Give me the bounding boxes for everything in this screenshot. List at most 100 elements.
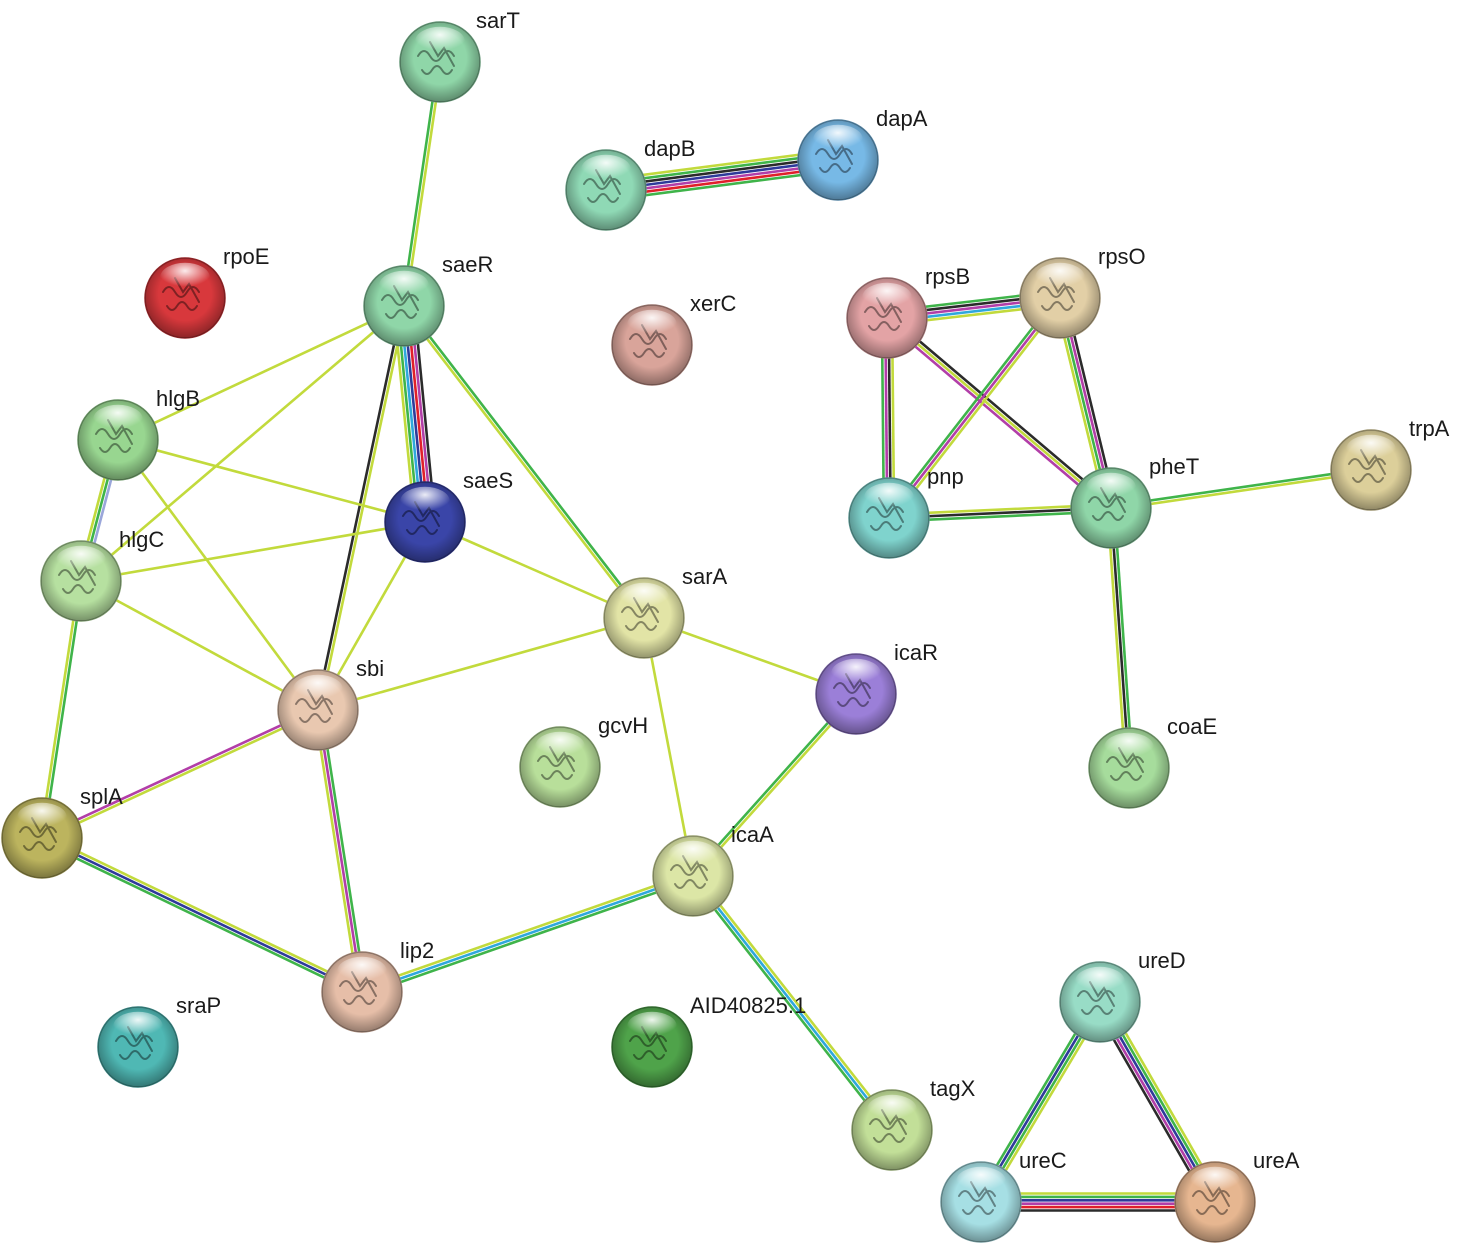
edge-channel-cyan bbox=[691, 875, 894, 1131]
node-saeR[interactable]: saeR bbox=[363, 252, 493, 347]
node-label: ureC bbox=[1019, 1148, 1067, 1173]
edge-hlgC-sbi bbox=[80, 579, 319, 712]
node-gcvH[interactable]: gcvH bbox=[519, 713, 648, 808]
node-label: sarA bbox=[682, 564, 728, 589]
edge-channel-yellow bbox=[886, 317, 1112, 509]
node-ureD[interactable]: ureD bbox=[1059, 948, 1186, 1043]
node-pnp[interactable]: pnp bbox=[848, 464, 964, 559]
node-rpoE[interactable]: rpoE bbox=[144, 244, 269, 339]
node-highlight bbox=[862, 282, 912, 312]
edge-channel-green bbox=[42, 581, 84, 839]
edge-channel-yellow bbox=[694, 873, 896, 1129]
edge-sarA-sbi bbox=[317, 616, 645, 712]
node-rpsO[interactable]: rpsO bbox=[1019, 244, 1146, 339]
node-label: gcvH bbox=[598, 713, 648, 738]
edge-sbi-splA bbox=[40, 707, 320, 841]
node-highlight bbox=[619, 582, 669, 612]
node-highlight bbox=[864, 482, 914, 512]
node-hlgC[interactable]: hlgC bbox=[40, 527, 164, 622]
node-sbi[interactable]: sbi bbox=[277, 656, 384, 751]
edge-channel-magenta bbox=[40, 707, 318, 838]
node-highlight bbox=[93, 404, 143, 434]
node-AID40825.1[interactable]: AID40825.1 bbox=[611, 993, 806, 1088]
edge-channel-green bbox=[404, 304, 647, 618]
node-highlight bbox=[1086, 472, 1136, 502]
edge-channel-yellow bbox=[401, 306, 644, 620]
node-highlight bbox=[867, 1094, 917, 1124]
edge-rpsB-pheT bbox=[883, 314, 1115, 512]
node-sarT[interactable]: sarT bbox=[399, 8, 520, 103]
edge-channel-yellow bbox=[693, 694, 859, 879]
node-highlight bbox=[160, 262, 210, 292]
edge-channel-yellow bbox=[116, 439, 320, 711]
node-splA[interactable]: splA bbox=[1, 784, 123, 879]
edge-saeR-sarA bbox=[401, 304, 647, 620]
edge-channel-yellow bbox=[1111, 470, 1372, 511]
edge-sarA-icaA bbox=[642, 617, 695, 877]
node-dapA[interactable]: dapA bbox=[797, 106, 928, 201]
edge-channel-yellow bbox=[642, 617, 695, 877]
node-highlight bbox=[813, 124, 863, 154]
edge-channel-green bbox=[1110, 467, 1371, 508]
node-label: sarT bbox=[476, 8, 520, 33]
node-lip2[interactable]: lip2 bbox=[321, 938, 434, 1033]
node-label: rpoE bbox=[223, 244, 269, 269]
edge-channel-yellow bbox=[42, 710, 320, 841]
node-ureC[interactable]: ureC bbox=[940, 1148, 1067, 1243]
edge-channel-green bbox=[39, 839, 362, 997]
edge-channel-green bbox=[689, 877, 891, 1133]
edge-channel-green bbox=[690, 691, 856, 876]
node-label: lip2 bbox=[400, 938, 434, 963]
edge-channel-green bbox=[320, 709, 367, 992]
node-tagX[interactable]: tagX bbox=[851, 1076, 976, 1171]
node-rpsB[interactable]: rpsB bbox=[846, 264, 970, 359]
node-ureA[interactable]: ureA bbox=[1174, 1148, 1300, 1243]
node-label: AID40825.1 bbox=[690, 993, 806, 1018]
edge-channel-yellow bbox=[80, 305, 405, 582]
node-highlight bbox=[1346, 434, 1396, 464]
edge-channel-magenta bbox=[316, 709, 364, 993]
node-dapB[interactable]: dapB bbox=[565, 136, 695, 231]
node-label: dapA bbox=[876, 106, 928, 131]
node-sarA[interactable]: sarA bbox=[603, 564, 728, 659]
edge-splA-lip2 bbox=[39, 833, 365, 997]
node-xerC[interactable]: xerC bbox=[611, 291, 737, 386]
edge-channel-black bbox=[1109, 507, 1131, 769]
edge-channel-black bbox=[315, 305, 404, 710]
node-highlight bbox=[627, 1011, 677, 1041]
edge-channel-yellow bbox=[39, 580, 81, 838]
node-label: pnp bbox=[927, 464, 964, 489]
node-label: dapB bbox=[644, 136, 695, 161]
node-pheT[interactable]: pheT bbox=[1070, 454, 1199, 549]
node-label: tagX bbox=[930, 1076, 976, 1101]
node-label: icaR bbox=[894, 640, 938, 665]
edge-rpsO-pnp bbox=[885, 295, 1064, 521]
node-saeS[interactable]: saeS bbox=[384, 468, 513, 563]
node-hlgB[interactable]: hlgB bbox=[77, 386, 200, 481]
node-label: pheT bbox=[1149, 454, 1199, 479]
node-sraP[interactable]: sraP bbox=[97, 993, 221, 1088]
node-icaA[interactable]: icaA bbox=[652, 822, 774, 917]
node-coaE[interactable]: coaE bbox=[1088, 714, 1217, 809]
edge-channel-yellow bbox=[1106, 508, 1127, 769]
edge-channel-magenta bbox=[883, 319, 1110, 512]
edge-saeR-hlgC bbox=[80, 305, 405, 582]
nodes-layer: sarT dapA dapB rpoE saeR xerC rpsB rpsO hlgB trpA… bbox=[1, 8, 1450, 1243]
node-highlight bbox=[415, 26, 465, 56]
node-highlight bbox=[337, 956, 387, 986]
node-trpA[interactable]: trpA bbox=[1330, 416, 1450, 511]
node-highlight bbox=[113, 1011, 163, 1041]
edge-hlgB-saeS bbox=[117, 438, 426, 524]
edge-channel-yellow bbox=[117, 438, 426, 524]
node-label: trpA bbox=[1409, 416, 1450, 441]
node-label: sbi bbox=[356, 656, 384, 681]
node-highlight bbox=[956, 1166, 1006, 1196]
node-label: xerC bbox=[690, 291, 737, 316]
edge-channel-yellow bbox=[80, 579, 319, 712]
edge-icaR-icaA bbox=[690, 691, 859, 879]
node-label: sraP bbox=[176, 993, 221, 1018]
node-icaR[interactable]: icaR bbox=[815, 640, 938, 735]
edge-channel-green bbox=[401, 61, 440, 306]
edge-pheT-coaE bbox=[1106, 507, 1134, 769]
edge-channel-cyan bbox=[361, 874, 694, 994]
